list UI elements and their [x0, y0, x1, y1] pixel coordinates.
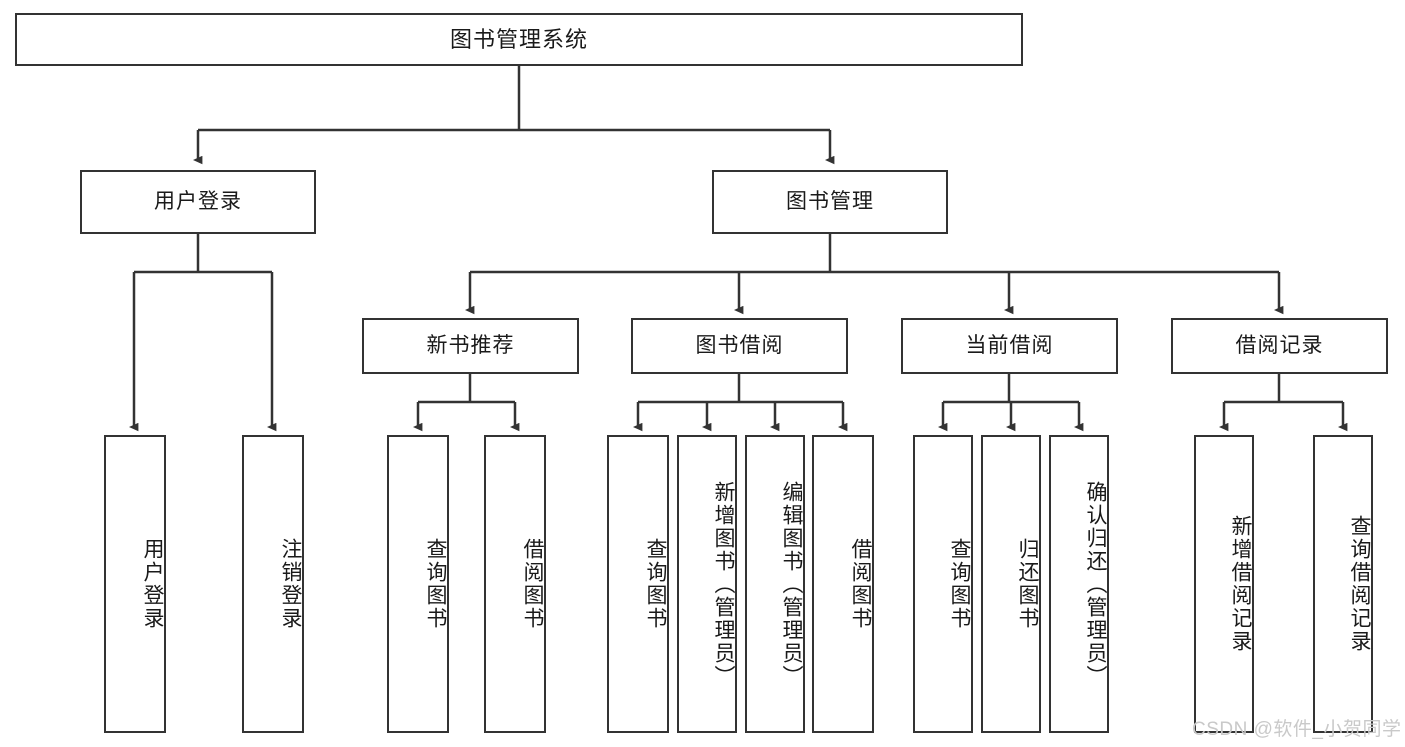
leaf-query-book-borrow[interactable]: 查询图书 [607, 435, 669, 733]
leaf-borrow-book-label: 借阅图书 [849, 538, 872, 630]
leaf-return-book[interactable]: 归还图书 [981, 435, 1041, 733]
node-book-borrow-label: 图书借阅 [695, 333, 784, 357]
leaf-borrow-book[interactable]: 借阅图书 [812, 435, 874, 733]
leaf-query-borrow-record-label: 查询借阅记录 [1348, 515, 1371, 653]
node-book-borrow[interactable]: 图书借阅 [631, 318, 848, 374]
leaf-user-login-label: 用户登录 [141, 538, 164, 630]
node-new-book-recommend-label: 新书推荐 [426, 333, 515, 357]
node-book-management[interactable]: 图书管理 [712, 170, 948, 234]
leaf-add-book-admin-label: 新增图书（管理员） [712, 480, 735, 688]
csdn-watermark: CSDN @软件_小贺同学 [1192, 719, 1402, 740]
leaf-add-book-admin[interactable]: 新增图书（管理员） [677, 435, 737, 733]
node-root[interactable]: 图书管理系统 [15, 13, 1023, 66]
leaf-query-book-current-label: 查询图书 [948, 538, 971, 630]
leaf-borrow-book-recommend[interactable]: 借阅图书 [484, 435, 546, 733]
leaf-add-borrow-record-label: 新增借阅记录 [1229, 515, 1252, 653]
node-current-borrow[interactable]: 当前借阅 [901, 318, 1118, 374]
leaf-logout[interactable]: 注销登录 [242, 435, 304, 733]
leaf-add-borrow-record[interactable]: 新增借阅记录 [1194, 435, 1254, 733]
node-borrow-record-label: 借阅记录 [1235, 333, 1324, 357]
leaf-query-borrow-record[interactable]: 查询借阅记录 [1313, 435, 1373, 733]
node-user-login-label: 用户登录 [154, 189, 242, 213]
leaf-confirm-return-admin[interactable]: 确认归还（管理员） [1049, 435, 1109, 733]
node-book-management-label: 图书管理 [786, 189, 874, 213]
leaf-edit-book-admin-label: 编辑图书（管理员） [780, 480, 803, 688]
node-borrow-record[interactable]: 借阅记录 [1171, 318, 1388, 374]
leaf-confirm-return-admin-label: 确认归还（管理员） [1084, 480, 1107, 688]
node-user-login[interactable]: 用户登录 [80, 170, 316, 234]
node-current-borrow-label: 当前借阅 [965, 333, 1054, 357]
leaf-edit-book-admin[interactable]: 编辑图书（管理员） [745, 435, 805, 733]
leaf-logout-label: 注销登录 [279, 538, 302, 630]
leaf-user-login[interactable]: 用户登录 [104, 435, 166, 733]
leaf-borrow-book-recommend-label: 借阅图书 [521, 538, 544, 630]
leaf-query-book-current[interactable]: 查询图书 [913, 435, 973, 733]
node-new-book-recommend[interactable]: 新书推荐 [362, 318, 579, 374]
leaf-query-book-borrow-label: 查询图书 [644, 538, 667, 630]
node-root-label: 图书管理系统 [449, 26, 588, 52]
leaf-query-book-recommend[interactable]: 查询图书 [387, 435, 449, 733]
leaf-return-book-label: 归还图书 [1016, 538, 1039, 630]
leaf-query-book-recommend-label: 查询图书 [424, 538, 447, 630]
